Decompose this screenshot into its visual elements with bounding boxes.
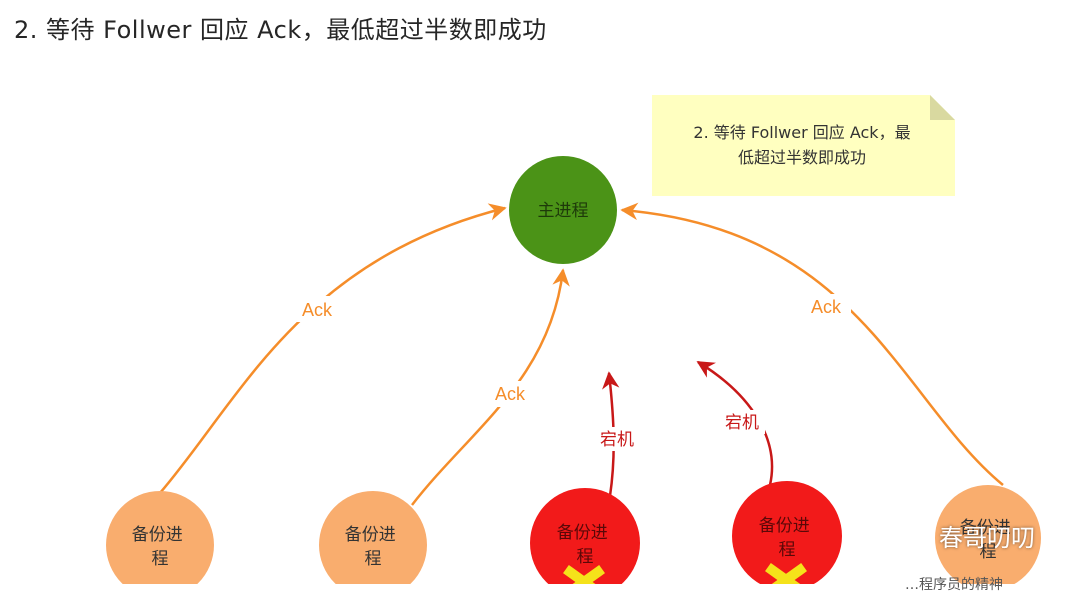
ack-label-3: Ack bbox=[811, 297, 842, 317]
backup-node-2 bbox=[319, 491, 427, 584]
watermark: 春哥叨叨 bbox=[893, 518, 1035, 553]
master-node bbox=[509, 156, 617, 264]
backup-node-1 bbox=[106, 491, 214, 584]
watermark-subtext: …程序员的精神 bbox=[905, 577, 1003, 593]
down-label-1: 宕机 bbox=[600, 430, 634, 450]
ack-label-2: Ack bbox=[495, 384, 526, 404]
backup-node-3 bbox=[530, 488, 640, 584]
note-line-1: 2. 等待 Follwer 回应 Ack，最 bbox=[693, 123, 911, 142]
failure-x-icon bbox=[563, 565, 605, 584]
backup-node-3-label: 备份进 程 bbox=[557, 523, 613, 567]
note-box bbox=[652, 95, 955, 196]
backup-node-5 bbox=[935, 485, 1041, 584]
wechat-icon bbox=[894, 522, 930, 548]
backup-node-4-label: 备份进 程 bbox=[759, 516, 815, 560]
backup-node-5-label: 备份进 程 bbox=[960, 518, 1016, 562]
ack-arrow-backup1 bbox=[159, 203, 507, 494]
note-text: 2. 等待 Follwer 回应 Ack，最 低超过半数即成功 bbox=[654, 120, 950, 170]
note-fold bbox=[930, 95, 955, 120]
ack-arrow-backup5 bbox=[620, 202, 1004, 486]
watermark-text: 春哥叨叨 bbox=[939, 524, 1035, 552]
section-heading: 2. 等待 Follwer 回应 Ack，最低超过半数即成功 bbox=[14, 16, 547, 44]
failure-x-icon bbox=[765, 563, 807, 584]
master-node-label: 主进程 bbox=[538, 201, 589, 221]
backup-node-2-label: 备份进 程 bbox=[345, 525, 401, 569]
backup-node-4 bbox=[732, 481, 842, 584]
backup-node-1-label: 备份进 程 bbox=[132, 525, 188, 569]
ack-label-1: Ack bbox=[302, 300, 333, 320]
down-label-2: 宕机 bbox=[725, 413, 759, 433]
note-line-2: 低超过半数即成功 bbox=[737, 148, 866, 167]
